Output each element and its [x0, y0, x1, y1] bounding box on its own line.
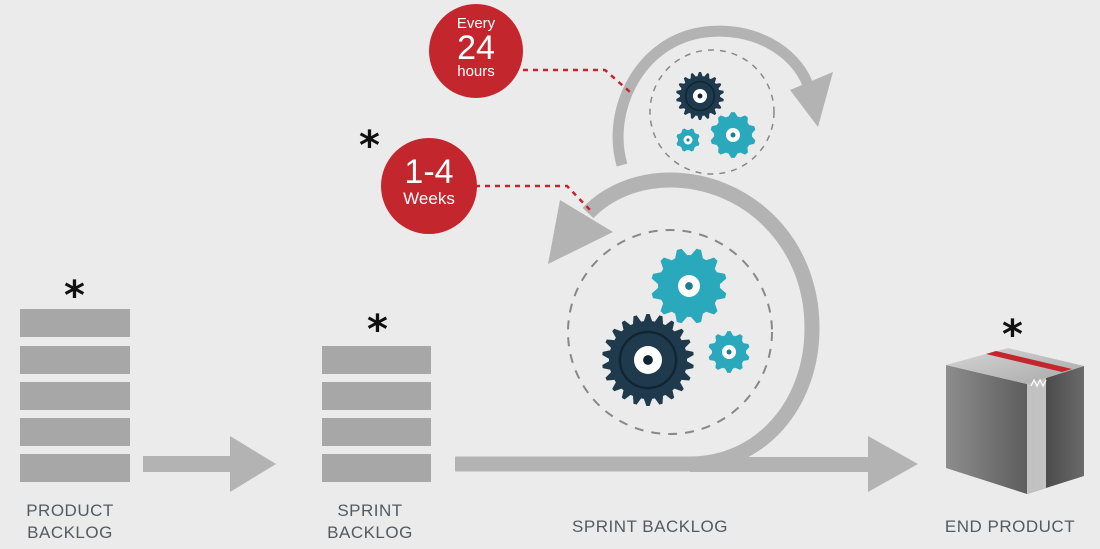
- backlog-block: [322, 382, 431, 410]
- sprint-backlog-stack-label: SPRINT BACKLOG: [310, 500, 430, 544]
- product-backlog-stack: [20, 309, 130, 482]
- sprint-dashed-circle: [567, 229, 773, 435]
- gear-icon: [676, 72, 724, 120]
- backlog-block: [322, 454, 431, 482]
- backlog-block: [20, 346, 130, 374]
- backlog-block: [20, 418, 130, 446]
- asterisk-sprint-length: *: [359, 123, 380, 169]
- badge-24-value: 24: [457, 29, 495, 67]
- end-product-label: END PRODUCT: [930, 516, 1090, 538]
- product-backlog-label: PRODUCT BACKLOG: [10, 500, 130, 544]
- gear-icon: [676, 128, 700, 152]
- asterisk-end-product: *: [1002, 312, 1023, 358]
- gear-icon: [602, 314, 694, 406]
- sprint-backlog-stack: [322, 346, 431, 482]
- badge-hours-label: hours: [457, 63, 495, 80]
- sprint-connector-line: [475, 184, 593, 213]
- arrow-icon: [143, 436, 276, 492]
- sprint-length-badge: 1-4 Weeks: [381, 138, 477, 234]
- asterisk-product-backlog: *: [64, 273, 85, 319]
- sprint-backlog-loop-label: SPRINT BACKLOG: [560, 516, 740, 538]
- badge-weeks-label: Weeks: [403, 189, 455, 208]
- daily-loop-arrow-icon: [612, 25, 814, 167]
- asterisk-sprint-backlog: *: [367, 307, 388, 353]
- badge-every-label: Every: [456, 15, 496, 32]
- product-backlog-label-line1: PRODUCT: [26, 501, 114, 520]
- backlog-block: [322, 346, 431, 374]
- badge-weeks-range: 1-4: [404, 153, 454, 191]
- loop-arrowhead: [548, 200, 613, 264]
- daily-arrowhead: [790, 72, 833, 127]
- end-product-label-text: END PRODUCT: [944, 517, 1076, 536]
- product-backlog-label-line2: BACKLOG: [27, 523, 113, 542]
- backlog-block: [322, 418, 431, 446]
- daily-dashed-circle: [649, 49, 775, 175]
- backlog-block: [20, 309, 130, 337]
- gear-icon: [651, 248, 727, 324]
- sprint-backlog-label-line1: SPRINT: [337, 501, 403, 520]
- arrow-icon: [690, 436, 918, 492]
- gear-icon: [708, 331, 750, 373]
- gears-group: [602, 72, 756, 406]
- daily-connector-line: [523, 68, 631, 93]
- backlog-block: [20, 382, 130, 410]
- daily-scrum-badge: Every 24 hours: [429, 4, 523, 98]
- sprint-backlog-label-line2: BACKLOG: [327, 523, 413, 542]
- box-icon: [946, 348, 1084, 494]
- loop-arrow-icon: [455, 172, 820, 472]
- sprint-backlog-loop-label-text: SPRINT BACKLOG: [572, 517, 728, 536]
- gear-icon: [710, 112, 756, 158]
- backlog-block: [20, 454, 130, 482]
